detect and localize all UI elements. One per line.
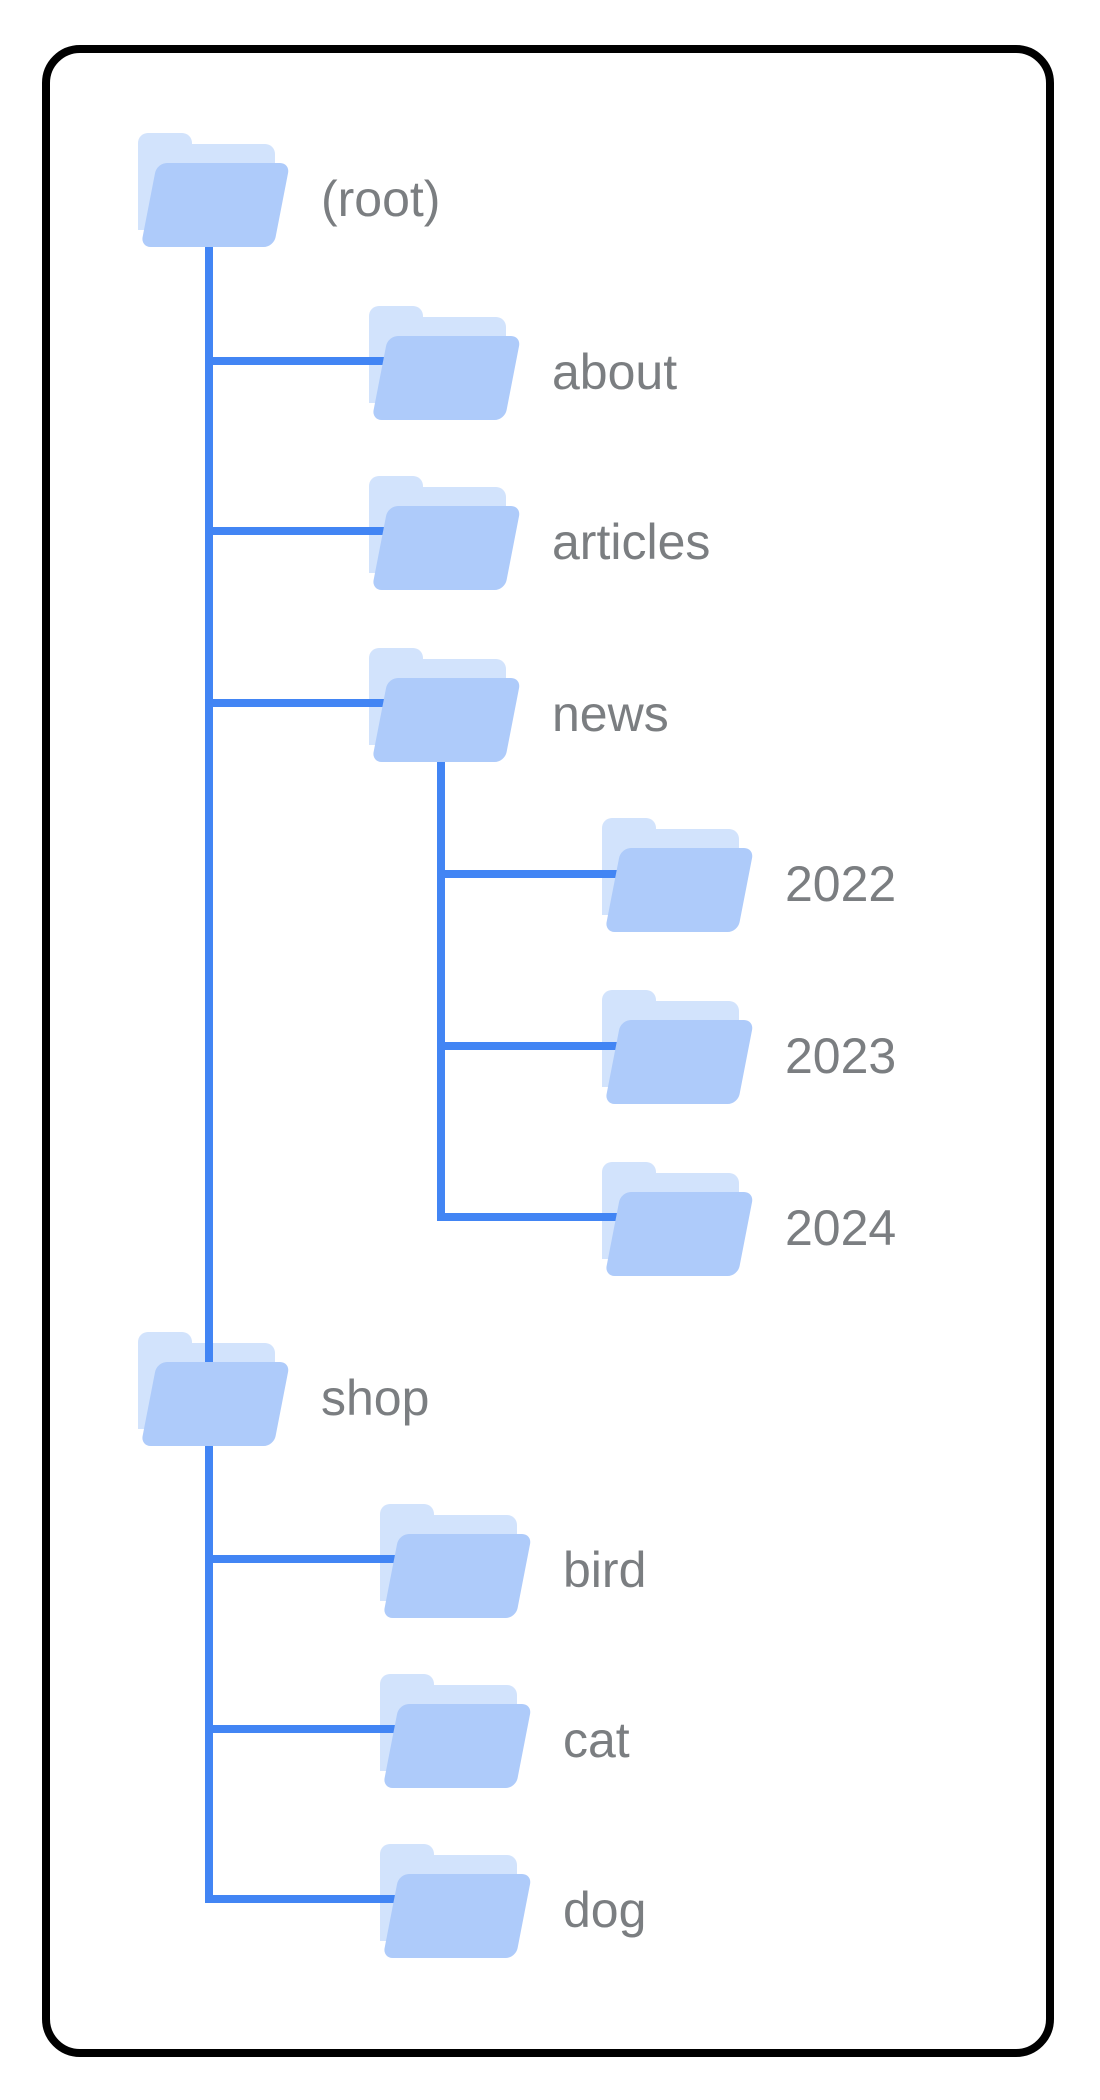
folder-label-y2024: 2024 bbox=[785, 1200, 897, 1256]
connector-branch-cat bbox=[205, 1725, 395, 1733]
folder-front-panel bbox=[604, 1192, 754, 1276]
folder-label-about: about bbox=[552, 344, 678, 400]
folder-front-panel bbox=[371, 678, 521, 762]
folder-front-panel bbox=[371, 336, 521, 420]
folder-front-panel bbox=[371, 506, 521, 590]
folder-label-cat: cat bbox=[563, 1712, 630, 1768]
folder-front-panel bbox=[382, 1704, 532, 1788]
folder-icon-articles bbox=[369, 476, 524, 590]
connector-branch-news bbox=[205, 699, 384, 707]
folder-front-panel bbox=[382, 1534, 532, 1618]
folder-icon-bird bbox=[380, 1504, 535, 1618]
connector-branch-2023 bbox=[437, 1042, 617, 1050]
diagram-frame bbox=[42, 45, 1054, 2057]
folder-label-y2023: 2023 bbox=[785, 1028, 897, 1084]
folder-icon-cat bbox=[380, 1674, 535, 1788]
folder-label-news: news bbox=[552, 686, 669, 742]
folder-icon-root bbox=[138, 133, 293, 247]
folder-label-shop: shop bbox=[321, 1370, 430, 1426]
folder-icon-y2024 bbox=[602, 1162, 757, 1276]
folder-label-dog: dog bbox=[563, 1882, 647, 1938]
folder-front-panel bbox=[140, 1362, 290, 1446]
connector-branch-bird bbox=[205, 1555, 395, 1563]
folder-label-root: (root) bbox=[321, 171, 441, 227]
folder-front-panel bbox=[382, 1874, 532, 1958]
folder-label-articles: articles bbox=[552, 514, 711, 570]
folder-icon-dog bbox=[380, 1844, 535, 1958]
folder-icon-shop bbox=[138, 1332, 293, 1446]
folder-icon-y2022 bbox=[602, 818, 757, 932]
folder-front-panel bbox=[140, 163, 290, 247]
connector-root-trunk bbox=[205, 240, 213, 1903]
connector-branch-dog bbox=[205, 1895, 395, 1903]
folder-front-panel bbox=[604, 1020, 754, 1104]
folder-label-bird: bird bbox=[563, 1542, 647, 1598]
connector-branch-about bbox=[205, 357, 384, 365]
folder-icon-about bbox=[369, 306, 524, 420]
connector-news-trunk bbox=[437, 756, 445, 1221]
connector-branch-articles bbox=[205, 527, 384, 535]
folder-icon-y2023 bbox=[602, 990, 757, 1104]
folder-label-y2022: 2022 bbox=[785, 856, 897, 912]
connector-branch-2024 bbox=[437, 1213, 617, 1221]
folder-icon-news bbox=[369, 648, 524, 762]
folder-front-panel bbox=[604, 848, 754, 932]
connector-branch-2022 bbox=[437, 870, 617, 878]
